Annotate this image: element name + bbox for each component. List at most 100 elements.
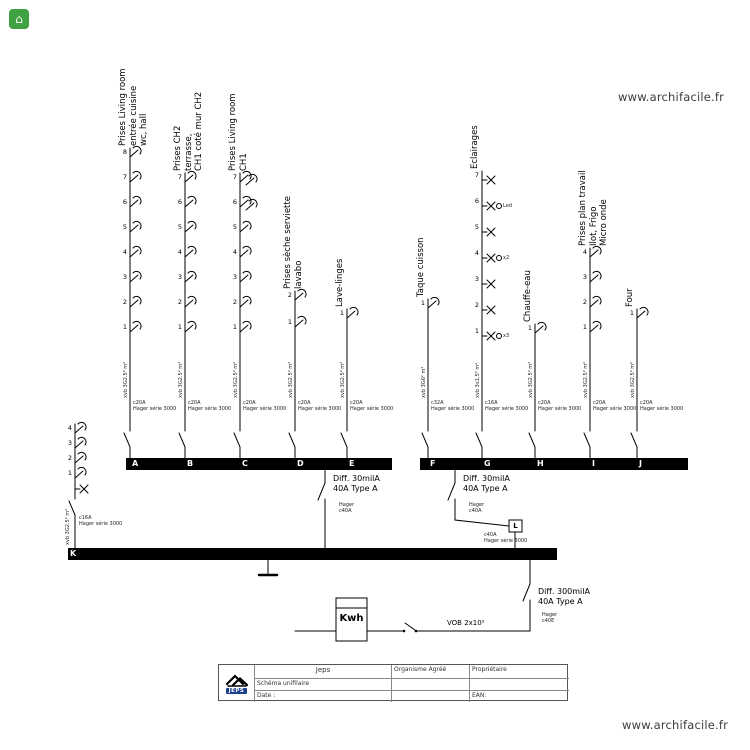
bus-letter: D xyxy=(297,459,304,468)
supply-switch-blade-icon xyxy=(404,622,416,631)
item-number: 3 xyxy=(177,273,182,281)
socket-icon xyxy=(129,320,142,333)
switch-contact-icon xyxy=(414,629,418,633)
breaker-label: c20A Hager série 3000 xyxy=(640,400,684,412)
item-number: 2 xyxy=(232,298,237,306)
socket-icon xyxy=(589,320,602,333)
item-number: 3 xyxy=(67,439,72,447)
socket-icon xyxy=(589,295,602,308)
tb-owner-label: Propriétaire xyxy=(469,665,569,678)
lamp-aux-icon xyxy=(496,255,502,261)
socket-icon xyxy=(129,220,142,233)
circuit-B-label: Prises CH2 terrasse, CH1 coté mur CH2 xyxy=(173,91,204,171)
item-number: 4 xyxy=(474,249,479,257)
socket-icon xyxy=(184,220,197,233)
diff-right-line xyxy=(447,469,510,527)
lamp-icon xyxy=(74,484,89,494)
wire-label: xvb 3G2.5² m² xyxy=(233,361,239,398)
circuit-F-line xyxy=(421,298,429,459)
item-number: 3 xyxy=(582,273,587,281)
circuit-C-line xyxy=(233,172,241,459)
l-junction-box xyxy=(508,519,523,533)
diff-left-label: Diff. 30milA 40A Type A xyxy=(333,474,380,493)
bus-letter: J xyxy=(639,459,642,468)
tb-ean-label: EAN: xyxy=(469,690,569,702)
item-number: 5 xyxy=(177,223,182,231)
archifacile-logo-button[interactable]: ⌂ xyxy=(9,9,29,29)
wire-label: xvb 3G6² m² xyxy=(421,366,427,398)
socket-icon xyxy=(245,198,258,211)
diff-left-detail: Hager c40A xyxy=(339,502,355,514)
item-number: 7 xyxy=(122,173,127,181)
meter-box xyxy=(335,597,368,642)
bus-letter: A xyxy=(132,459,139,468)
item-number: 1 xyxy=(177,323,182,331)
lamp-icon xyxy=(481,253,496,263)
bus-letter: I xyxy=(592,459,595,468)
item-number: 1 xyxy=(67,469,72,477)
socket-icon xyxy=(129,170,142,183)
circuit-J-line xyxy=(630,308,638,459)
watermark-top: www.archifacile.fr xyxy=(618,90,725,104)
lamp-icon xyxy=(481,331,496,341)
item-number: 7 xyxy=(232,173,237,181)
tb-org-value xyxy=(391,678,469,690)
item-number: 6 xyxy=(177,198,182,206)
socket-icon xyxy=(239,170,252,183)
lamp-icon xyxy=(481,279,496,289)
socket-icon xyxy=(294,288,307,301)
breaker-label: c16A Hager série 3000 xyxy=(79,515,123,527)
lamp-icon xyxy=(481,175,496,185)
item-number: 1 xyxy=(582,323,587,331)
item-number: 4 xyxy=(177,248,182,256)
socket-icon xyxy=(589,270,602,283)
bus-letter: E xyxy=(349,459,355,468)
circuit-E-label: Lave-linges xyxy=(335,258,345,307)
wire-label: xvb 3G2.5² m² xyxy=(65,508,71,545)
socket-icon xyxy=(239,320,252,333)
item-number: 6 xyxy=(232,198,237,206)
item-number: 7 xyxy=(474,171,479,179)
bus-letter: K xyxy=(70,549,77,558)
diff-main-detail: Hager c40E xyxy=(542,612,558,624)
item-number: 6 xyxy=(474,197,479,205)
watermark-bottom: www.archifacile.fr xyxy=(622,718,729,732)
breaker-label: c20A Hager série 3000 xyxy=(593,400,637,412)
socket-icon xyxy=(74,421,87,434)
socket-icon xyxy=(239,295,252,308)
circuit-E-line xyxy=(340,308,348,459)
item-number: 4 xyxy=(582,248,587,256)
bus-letter: B xyxy=(187,459,194,468)
title-block: JEPS Jeps Organisme Agréé Propriétaire S… xyxy=(218,664,569,702)
socket-icon xyxy=(184,295,197,308)
circuit-A-label: Prises Living room entrée cuisine wc, ha… xyxy=(118,68,149,146)
socket-icon xyxy=(636,306,649,319)
circuit-D-line xyxy=(288,290,296,459)
socket-icon xyxy=(346,306,359,319)
socket-icon xyxy=(184,245,197,258)
item-number: 5 xyxy=(122,223,127,231)
item-number: 3 xyxy=(232,273,237,281)
diff-right-detail: Hager c40A xyxy=(469,502,485,514)
socket-icon xyxy=(534,321,547,334)
jeps-logo-text: JEPS xyxy=(225,688,248,694)
item-number: 1 xyxy=(474,327,479,335)
wire-label: xvb 3G2.5² m² xyxy=(340,361,346,398)
circuit-G-label: Eclairages xyxy=(470,125,480,169)
item-number: 1 xyxy=(339,309,344,317)
item-number: 6 xyxy=(122,198,127,206)
breaker-label: c20A Hager série 3000 xyxy=(188,400,232,412)
tb-org-label: Organisme Agréé xyxy=(391,665,469,678)
breaker-label: c20A Hager série 3000 xyxy=(538,400,582,412)
item-number: 7 xyxy=(177,173,182,181)
circuit-C-label: Prises Living room CH1 xyxy=(228,93,249,171)
lamp-note: Led xyxy=(503,203,512,209)
socket-icon xyxy=(74,466,87,479)
item-number: 1 xyxy=(232,323,237,331)
wire-label: xvb 3G2.5² m² xyxy=(528,361,534,398)
switch-contact-icon xyxy=(402,629,406,633)
item-number: 8 xyxy=(122,148,127,156)
circuit-F-label: Taque cuisson xyxy=(416,237,426,297)
item-number: 4 xyxy=(232,248,237,256)
